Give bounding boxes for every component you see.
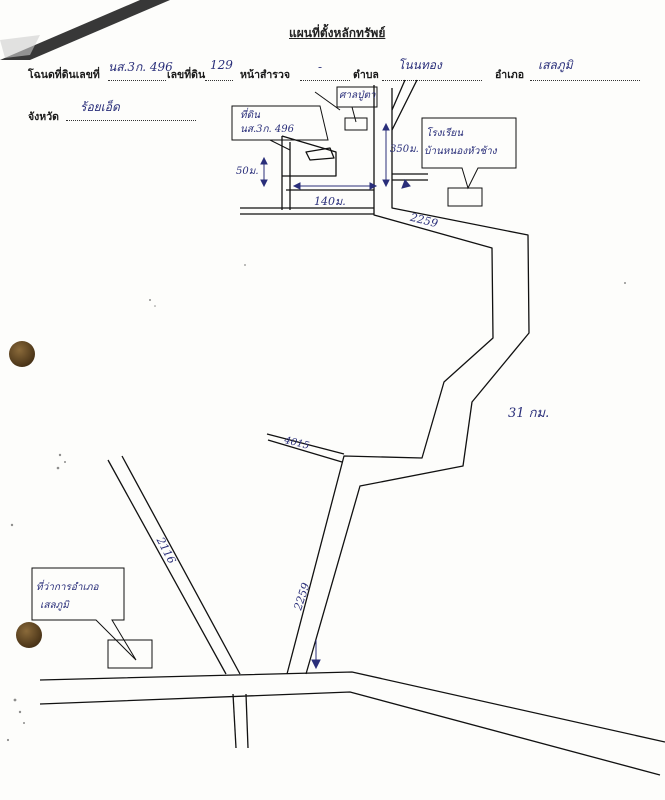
plot-label-line2: นส.3ก. 496 [240,124,294,135]
shrine-access-path [314,91,341,111]
district-office-label-line2: เสลภูมิ [40,600,69,611]
shrine-marker [344,117,368,131]
road-4015-edge-bottom [267,439,343,463]
school-marker [447,187,483,207]
deed-value: นส.3ก. 496 [108,60,173,74]
shrine-label: ศาลปู่ตา [339,90,376,101]
page-title: แผนที่ตั้งหลักทรัพย์ [289,26,386,40]
district-office-marker [107,639,153,669]
highway-bottom-edge [39,691,661,776]
road-2116-left-edge [107,459,227,675]
road-south-right-edge [245,693,249,749]
province-line [66,120,196,121]
province-label: จังหวัด [28,111,59,123]
road-2259-right-edge [305,88,530,675]
school-turn-arrow [401,179,411,189]
land-no-value: 129 [210,58,233,72]
district-label: อำเภอ [495,69,525,81]
district-line [530,80,640,81]
subdistrict-label: ตำบล [353,69,379,81]
road-4015-edge-top [266,433,345,455]
road-2259-left-edge [286,85,494,675]
highway-top-edge [39,671,665,743]
road-top-right-edge-b [391,79,418,131]
width-arrow-top [260,156,268,165]
length-arrow-left [292,182,301,190]
length-label: 140ม. [314,195,346,208]
province-value: ร้อยเอ็ด [80,100,120,114]
land-no-label: เลขที่ดิน [167,69,206,81]
plot-callout-box [231,105,329,141]
torn-corner [0,0,170,60]
survey-page-line [300,80,350,81]
subdistrict-value: โนนทอง [398,58,442,72]
punch-hole-bottom [16,622,42,648]
punch-hole-top [9,341,35,367]
deed-line [108,80,166,81]
destination-arrow-head [311,659,321,670]
distance-arrow-bottom [382,179,390,188]
plot-callout-pointer [269,139,291,151]
road-south-left-edge [232,693,237,749]
distance-long-label: 31 กม. [508,406,550,421]
survey-page-label: หน้าสำรวจ [240,69,290,81]
plot-outline [281,135,337,177]
road-top-right-edge-a [391,79,406,111]
distance-arrow-top [382,122,390,131]
plot-label-line1: ที่ดิน [240,110,260,121]
land-no-line [205,80,233,81]
survey-page-value: - [318,60,323,74]
district-office-label-line1: ที่ว่าการอำเภอ [36,582,99,593]
road-2116-right-edge [121,455,241,675]
scan-noise [6,264,626,742]
subdistrict-line [382,80,482,81]
school-callout-box [421,117,517,190]
distance-top-label: 350ม. [390,144,419,155]
length-arrow-right [369,182,378,190]
shrine-callout-pointer [351,106,357,123]
plot-hatch [305,147,335,161]
deed-label: โฉนดที่ดินเลขที่ [28,69,100,81]
school-label-line1: โรงเรียน [426,128,464,139]
district-value: เสลภูมิ [538,58,573,72]
width-label: 50ม. [236,166,259,177]
width-arrow-bottom [260,179,268,188]
shrine-callout-box [336,86,378,108]
torn-corner-shadow [0,35,40,58]
school-label-line2: บ้านหนองหัวช้าง [424,146,497,157]
